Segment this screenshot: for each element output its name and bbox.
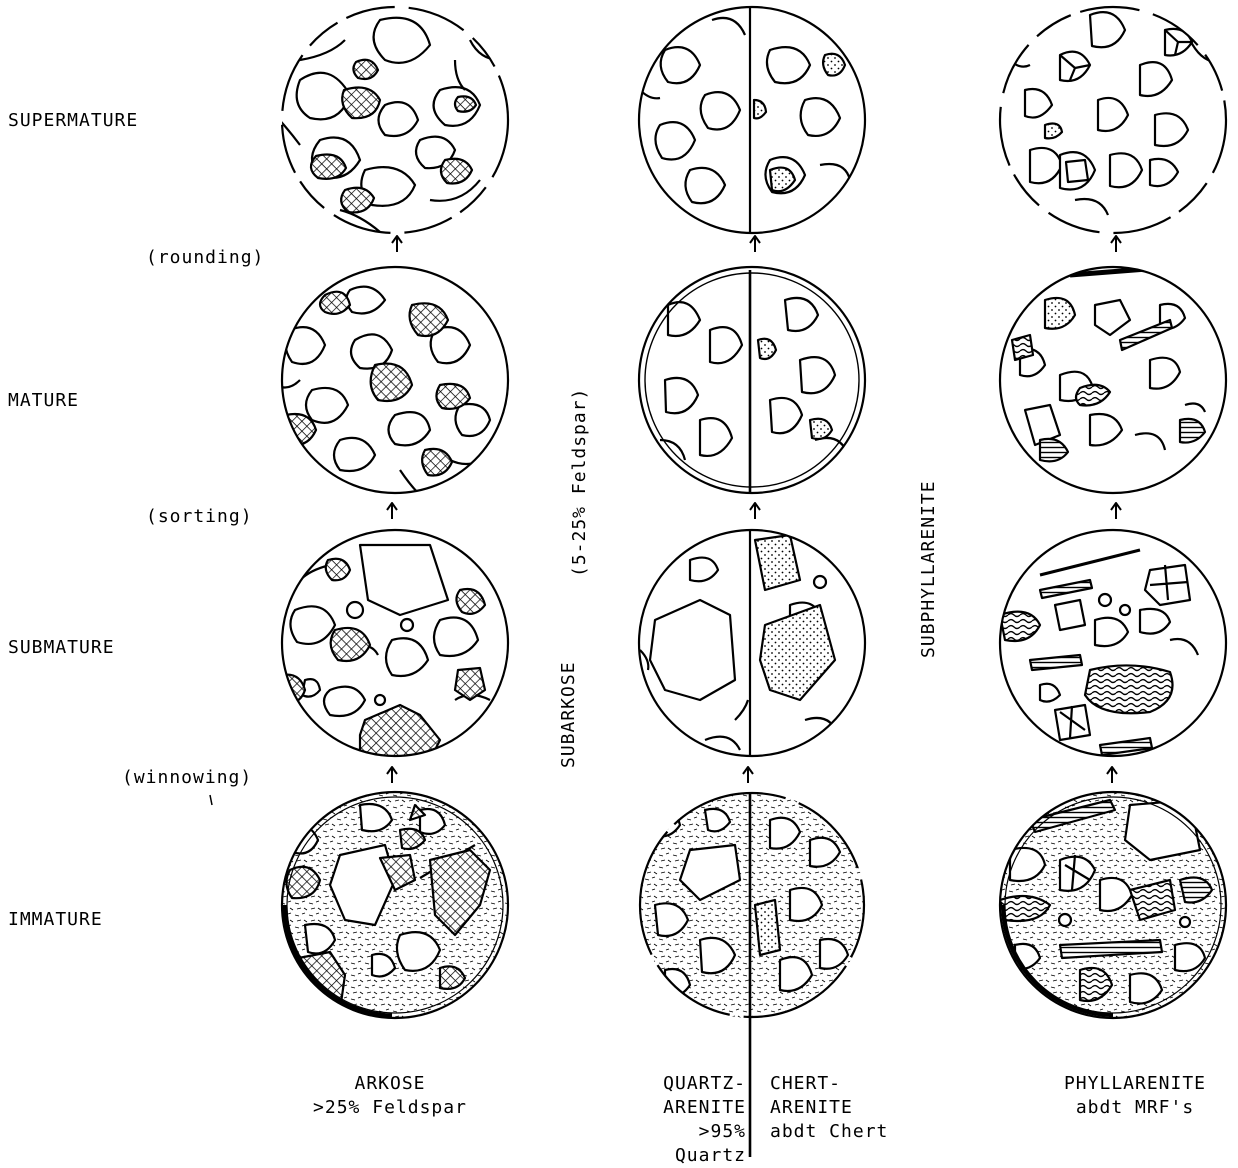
arkose-supermature-circle	[282, 16, 501, 233]
label-rounding: (rounding)	[146, 247, 265, 268]
arrow-up-icon	[1106, 766, 1118, 783]
caption-arkose: ARKOSE >25% Feldspar	[290, 1072, 490, 1120]
caption-chertarenite-detail: abdt Chert	[770, 1121, 889, 1142]
phyllarenite-supermature-outline	[998, 5, 1228, 235]
label-winnowing: (winnowing)	[122, 767, 253, 788]
caption-phyllarenite-detail: abdt MRF's	[1075, 1097, 1195, 1118]
quartzchert-mature-outline	[637, 265, 867, 495]
label-mature: MATURE	[8, 390, 80, 411]
label-sorting: (sorting)	[146, 506, 253, 527]
caption-phyllarenite-title: PHYLLARENITE	[1063, 1073, 1207, 1094]
arkose-mature-outline	[280, 265, 510, 495]
quartzchert-submature-outline	[637, 528, 867, 758]
quartzchert-submature-circle	[639, 530, 840, 755]
process-arrows	[386, 235, 1122, 783]
phyllarenite-mature-outline	[998, 265, 1228, 495]
label-immature: IMMATURE	[8, 909, 103, 930]
arrow-up-icon	[1110, 502, 1122, 519]
caption-arkose-title: ARKOSE	[354, 1073, 426, 1094]
phyllarenite-mature-circle	[1010, 267, 1207, 463]
phyllarenite-supermature-circle	[1009, 11, 1216, 216]
phyllarenite-submature-circle	[1000, 548, 1200, 756]
arrow-up-icon	[1110, 235, 1122, 252]
caption-phyllarenite: PHYLLARENITE abdt MRF's	[1040, 1072, 1230, 1120]
arkose-supermature-outline	[280, 5, 510, 235]
arrow-up-icon	[391, 235, 403, 252]
quartzchert-supermature-circle	[639, 7, 852, 233]
arrow-up-icon	[749, 235, 761, 252]
caption-quartzarenite-title-1: QUARTZ-	[663, 1073, 746, 1094]
arrow-up-icon	[742, 766, 754, 783]
quartzchert-mature-circle	[659, 270, 850, 493]
phyllarenite-immature-circle	[1000, 792, 1226, 1018]
arkose-submature-outline	[280, 528, 510, 758]
caption-chertarenite-title-1: CHERT-	[770, 1073, 842, 1094]
arrow-up-icon	[749, 502, 761, 519]
arrow-up-icon	[386, 502, 398, 519]
quartzchert-immature-outline	[638, 791, 866, 1019]
phyllarenite-submature-outline	[998, 528, 1228, 758]
phyllarenite-immature-outline	[998, 790, 1228, 1020]
quartzchert-immature-circle	[639, 792, 865, 1018]
caption-quartzarenite-title-2: ARENITE	[663, 1097, 746, 1118]
stray-mark	[209, 794, 213, 806]
caption-chertarenite: CHERT- ARENITE abdt Chert	[770, 1072, 920, 1144]
caption-chertarenite-title-2: ARENITE	[770, 1097, 853, 1118]
arkose-immature-outline	[280, 790, 510, 1020]
label-supermature: SUPERMATURE	[8, 110, 139, 131]
arkose-immature-circle	[282, 792, 508, 1018]
arrow-up-icon	[386, 766, 398, 783]
arkose-submature-circle	[282, 543, 491, 756]
label-submature: SUBMATURE	[8, 637, 115, 658]
caption-arkose-detail: >25% Feldspar	[313, 1097, 467, 1118]
arkose-mature-circle	[282, 285, 492, 493]
quartzchert-supermature-outline	[637, 5, 867, 235]
